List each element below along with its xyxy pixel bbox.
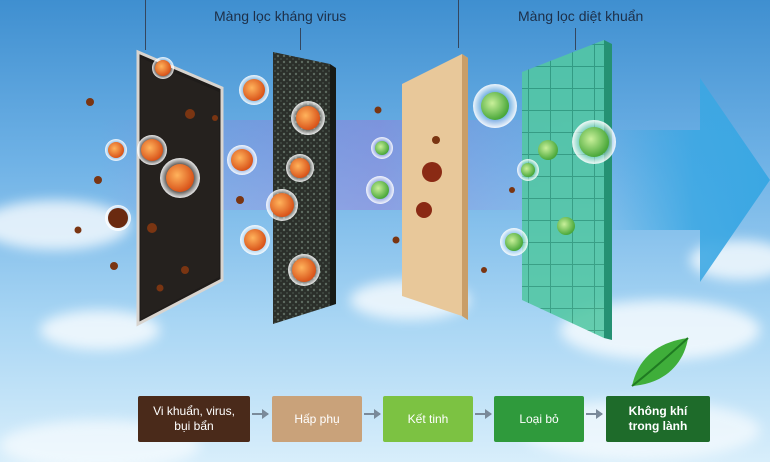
- vc-particles: [366, 84, 616, 256]
- label-leader: [300, 28, 301, 50]
- antibacterial-filter-label: Màng lọc diệt khuẩn: [518, 8, 644, 24]
- label-leader: [145, 0, 146, 50]
- label-leader: [575, 28, 576, 50]
- air-flow-arrow-icon: [600, 78, 770, 282]
- dust-particles: [74, 98, 515, 292]
- label-leader: [458, 0, 459, 48]
- flow-arrow: [364, 409, 381, 419]
- filter-layers: [74, 40, 660, 340]
- flow-step-label: Loại bỏ: [519, 411, 559, 426]
- flow-arrow: [252, 409, 269, 419]
- flow-step-pollutants: Vi khuẩn, virus, bụi bẩn: [138, 396, 250, 442]
- flow-step-label: Hấp phụ: [294, 411, 340, 426]
- flow-step-crystallize: Kết tinh: [383, 396, 473, 442]
- flow-arrow: [586, 409, 603, 419]
- adsorption-filter: [402, 54, 468, 320]
- flow-step-label: Không khí trong lành: [628, 404, 688, 433]
- antivirus-filter-label: Màng lọc kháng virus: [214, 8, 347, 24]
- flow-step-fresh-air: Không khí trong lành: [606, 396, 710, 442]
- hcho-particles: [105, 57, 442, 286]
- flow-step-remove: Loại bỏ: [494, 396, 584, 442]
- flow-step-label: Vi khuẩn, virus, bụi bẩn: [153, 404, 235, 433]
- antibacterial-grid-filter: [522, 40, 612, 340]
- flow-arrow: [475, 409, 492, 419]
- flow-step-adsorption: Hấp phụ: [272, 396, 362, 442]
- flow-step-label: Kết tinh: [407, 411, 449, 426]
- green-leaf-icon: [631, 337, 689, 387]
